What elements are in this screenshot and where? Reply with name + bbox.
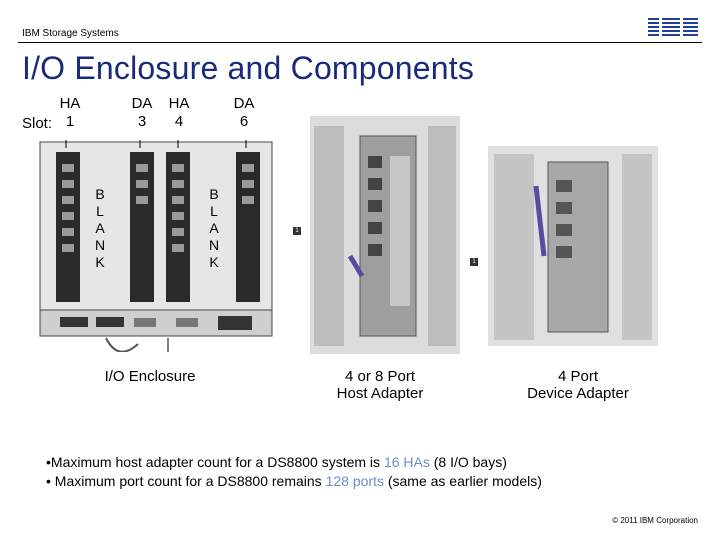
- caption-host-adapter: 4 or 8 Port Host Adapter: [336, 368, 424, 402]
- header-divider: [18, 42, 702, 43]
- slot-label: Slot:: [22, 115, 53, 132]
- io-enclosure-photo: [38, 120, 274, 353]
- bullet-list: •Maximum host adapter count for a DS8800…: [46, 453, 542, 491]
- caption-device-adapter: 4 Port Device Adapter: [527, 368, 629, 402]
- footer-copyright: © 2011 IBM Corporation: [612, 516, 698, 525]
- page-title: I/O Enclosure and Components: [22, 50, 475, 86]
- device-adapter-marker: 1: [470, 258, 478, 266]
- bullet-item: •Maximum host adapter count for a DS8800…: [46, 454, 507, 470]
- ibm-logo: [648, 16, 698, 38]
- header-company: IBM Storage Systems: [22, 28, 119, 39]
- host-adapter-photo: [310, 116, 460, 354]
- device-adapter-photo: [488, 146, 658, 346]
- host-adapter-marker: 1: [293, 227, 301, 235]
- caption-io-enclosure: I/O Enclosure: [104, 368, 196, 385]
- bullet-item: • Maximum port count for a DS8800 remain…: [46, 473, 542, 489]
